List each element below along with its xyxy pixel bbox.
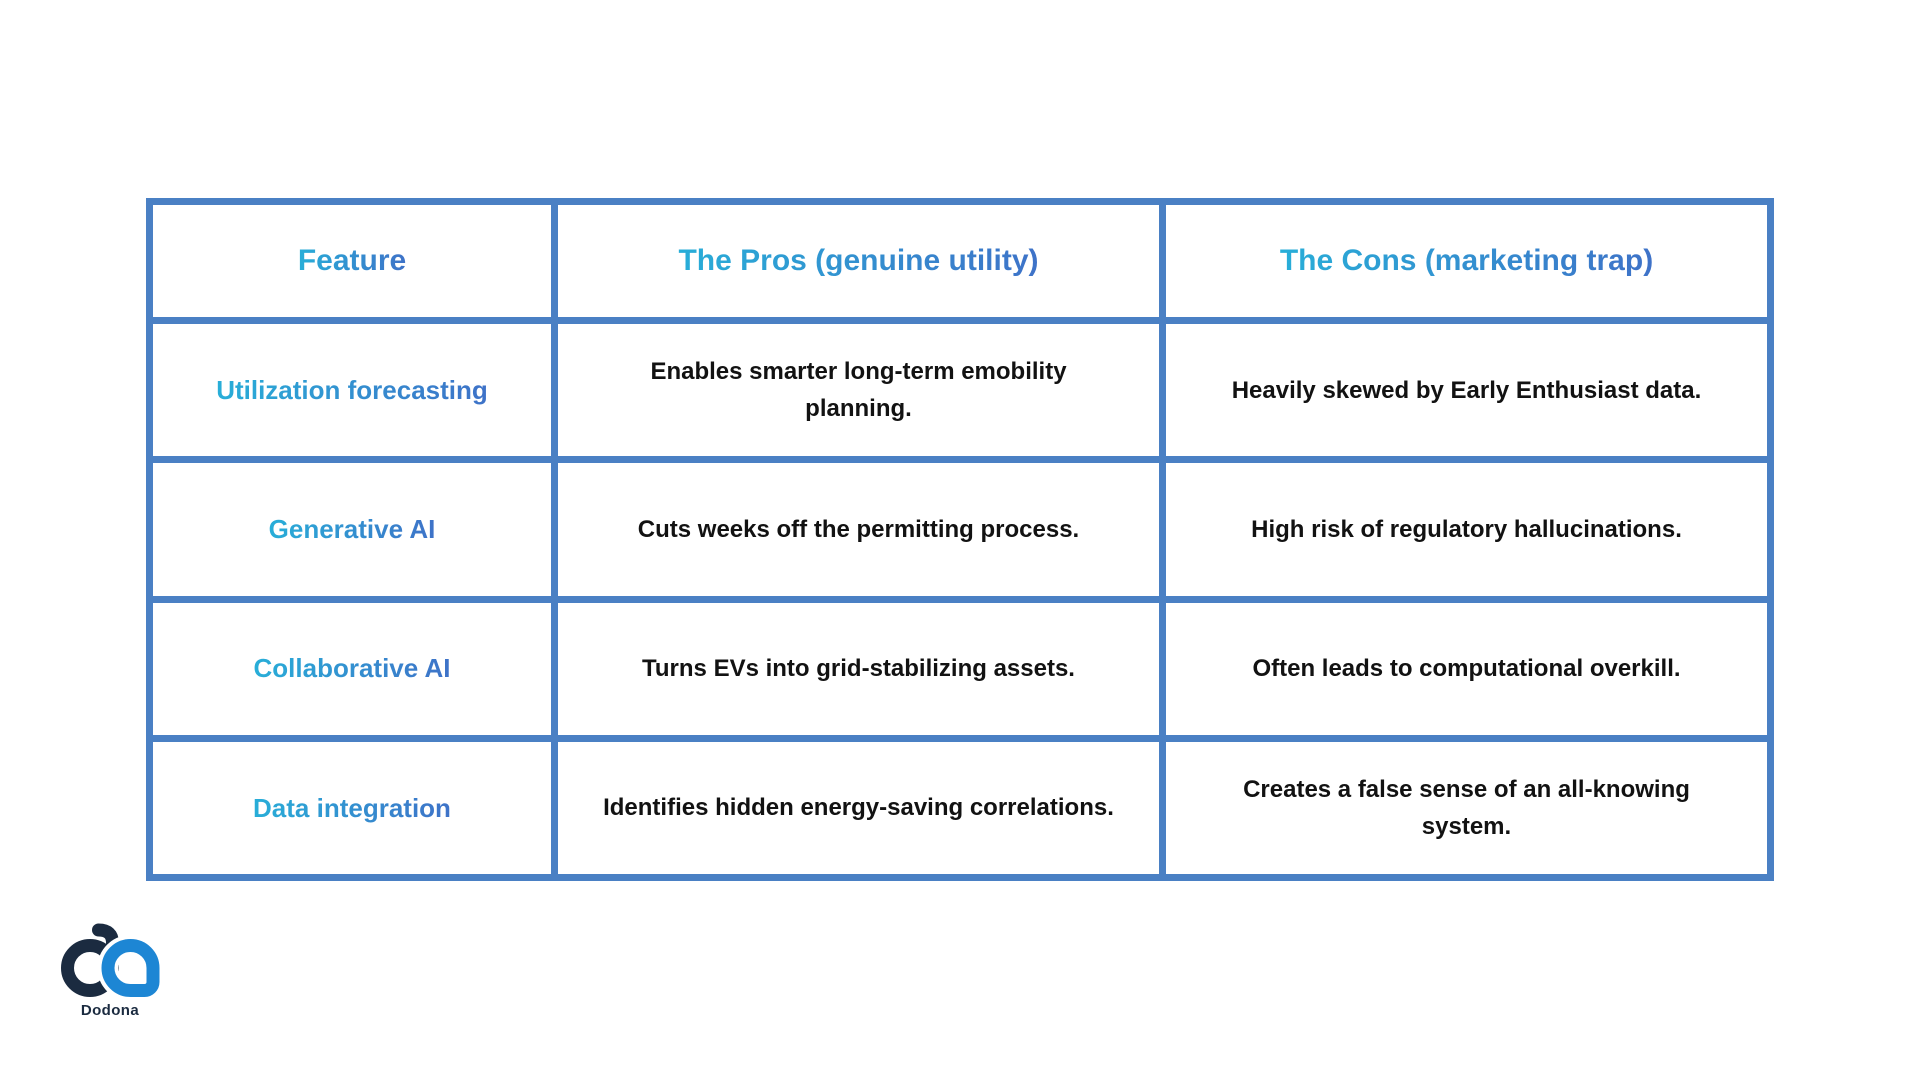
row-generative-ai-feature-cell: Generative AI [153, 463, 551, 596]
feature-label: Generative AI [269, 511, 436, 547]
row-generative-ai-pros-cell: Cuts weeks off the permitting process. [558, 463, 1159, 596]
row-data-integration-pros-cell: Identifies hidden energy-saving correlat… [558, 741, 1159, 874]
column-header-cons-label: The Cons (marketing trap) [1280, 240, 1653, 282]
row-data-integration-feature-cell: Data integration [153, 741, 551, 874]
row-collaborative-ai-feature-cell: Collaborative AI [153, 602, 551, 735]
comparison-table: Feature The Pros (genuine utility) The C… [146, 198, 1774, 881]
dodona-logo-mark [61, 923, 160, 998]
cons-text: Often leads to computational overkill. [1252, 655, 1681, 683]
row-utilization-forecasting-pros-cell: Enables smarter long-term emobility plan… [558, 324, 1159, 457]
column-header-pros: The Pros (genuine utility) [558, 205, 1159, 317]
feature-label: Collaborative AI [254, 650, 451, 686]
column-header-feature-label: Feature [298, 240, 406, 282]
row-generative-ai-cons-cell: High risk of regulatory hallucinations. [1166, 463, 1767, 596]
row-collaborative-ai-pros-cell: Turns EVs into grid-stabilizing assets. [558, 602, 1159, 735]
column-header-feature: Feature [153, 205, 551, 317]
row-utilization-forecasting-feature-cell: Utilization forecasting [153, 324, 551, 457]
feature-label: Data integration [253, 790, 451, 826]
row-utilization-forecasting-cons-cell: Heavily skewed by Early Enthusiast data. [1166, 324, 1767, 457]
cons-text: High risk of regulatory hallucinations. [1251, 515, 1682, 543]
row-data-integration-cons-cell: Creates a false sense of an all-knowing … [1166, 741, 1767, 874]
pros-text: Cuts weeks off the permitting process. [637, 515, 1080, 543]
feature-label: Utilization forecasting [216, 372, 488, 408]
dodona-logo: Dodona [58, 922, 162, 1019]
pros-text: Turns EVs into grid-stabilizing assets. [642, 655, 1075, 683]
cons-text: Creates a false sense of an all-knowing … [1243, 775, 1690, 840]
row-collaborative-ai-cons-cell: Often leads to computational overkill. [1166, 602, 1767, 735]
column-header-cons: The Cons (marketing trap) [1166, 205, 1767, 317]
dodona-logo-wordmark: Dodona [80, 1002, 140, 1019]
pros-text: Identifies hidden energy-saving correlat… [603, 794, 1114, 822]
column-header-pros-label: The Pros (genuine utility) [678, 240, 1038, 282]
cons-text: Heavily skewed by Early Enthusiast data. [1231, 376, 1702, 404]
pros-text: Enables smarter long-term emobility plan… [650, 357, 1067, 423]
